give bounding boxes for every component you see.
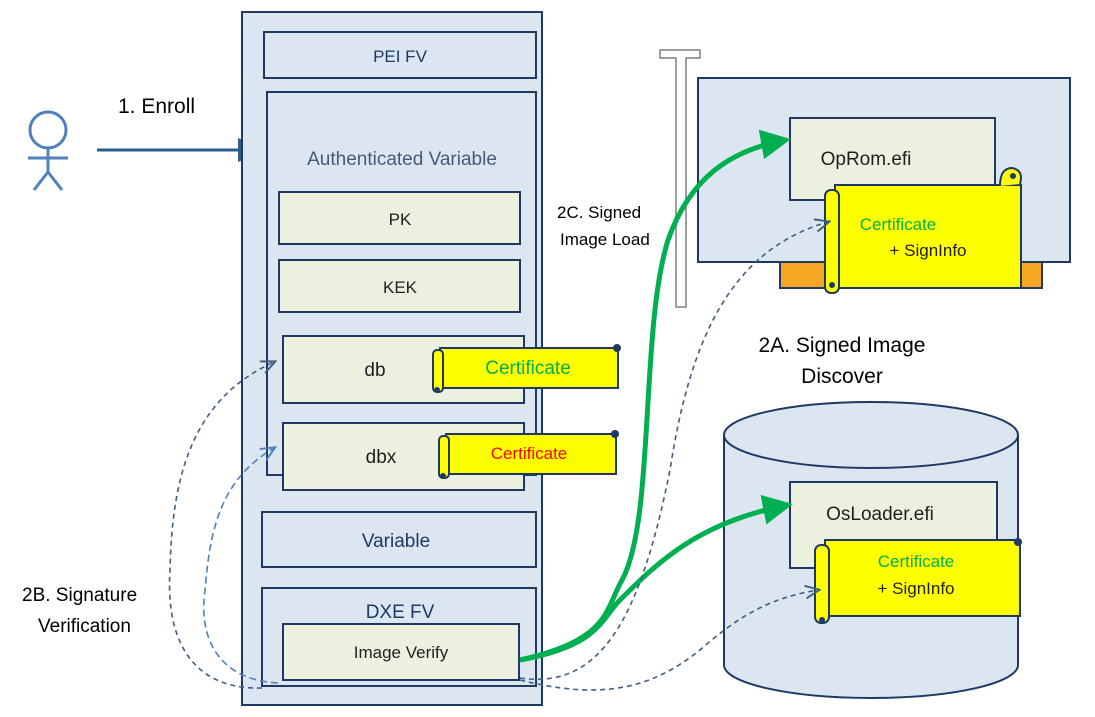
signature-verification-label-line2: Verification — [38, 616, 131, 637]
signed-image-load-label-line2: Image Load — [560, 230, 650, 249]
enroll-label: 1. Enroll — [118, 95, 195, 118]
pei-fv-box — [263, 31, 537, 79]
variable-box — [261, 511, 537, 568]
osloader-signinfo-label: + SignInfo — [877, 579, 954, 598]
pei-fv-label: PEI FV — [373, 47, 428, 66]
person-stick-figure-icon — [28, 110, 68, 191]
kek-label: KEK — [383, 278, 418, 297]
signature-verification-arrow-dbx — [203, 448, 279, 684]
dxe-fv-label: DXE FV — [366, 602, 435, 623]
osloader-certificate-label: Certificate — [878, 552, 955, 571]
pk-box — [278, 191, 521, 245]
signed-image-load-arrow-osloader — [519, 495, 793, 663]
db-certificate-scroll: Certificate — [432, 344, 621, 393]
signed-image-discover-label-line1: 2A. Signed Image — [759, 334, 926, 357]
variable-label: Variable — [362, 531, 430, 552]
osloader-label: OsLoader.efi — [826, 504, 934, 525]
oprom-label: OpRom.efi — [821, 149, 912, 170]
signed-image-load-label-line1: 2C. Signed — [557, 203, 641, 222]
oprom-certificate-label: Certificate — [860, 215, 937, 234]
db-label: db — [364, 360, 385, 381]
db-certificate-label: Certificate — [485, 358, 571, 379]
dbx-certificate-label: Certificate — [491, 444, 568, 463]
image-verify-label: Image Verify — [354, 643, 449, 662]
image-verify-box — [282, 623, 520, 681]
authenticated-variable-label: Authenticated Variable — [307, 149, 497, 170]
option-rom-card: OpRom.efi Certificate + SignInfo — [659, 49, 1071, 308]
disk-cylinder: OsLoader.efi Certificate + SignInfo — [723, 401, 1022, 699]
signature-verification-arrow-db — [168, 362, 274, 689]
signature-verification-label-line1: 2B. Signature — [22, 585, 137, 606]
dbx-certificate-scroll: Certificate — [438, 430, 619, 479]
pk-label: PK — [389, 210, 412, 229]
signed-image-discover-label-line2: Discover — [801, 365, 883, 388]
oprom-signinfo-label: + SignInfo — [889, 241, 966, 260]
kek-box — [278, 259, 521, 313]
dbx-label: dbx — [366, 447, 397, 468]
signed-image-discover-arrow-osloader — [519, 590, 818, 691]
